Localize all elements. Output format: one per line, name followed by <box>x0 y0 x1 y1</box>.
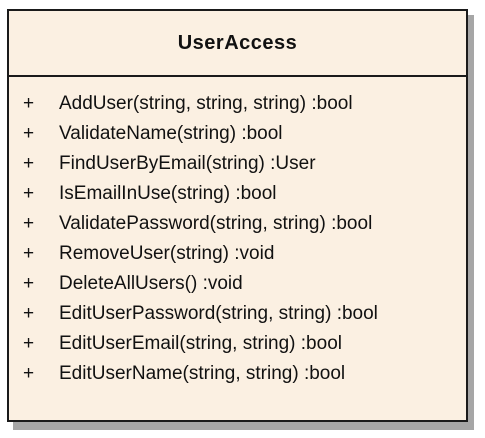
visibility-marker: + <box>23 303 35 324</box>
operation-row: + ValidateName(string) :bool <box>9 119 466 149</box>
operation-row: + RemoveUser(string) :void <box>9 239 466 269</box>
operation-signature: EditUserEmail(string, string) :bool <box>59 333 342 354</box>
visibility-marker: + <box>23 363 35 384</box>
uml-class-box[interactable]: UserAccess + AddUser(string, string, str… <box>7 9 468 422</box>
visibility-marker: + <box>23 123 35 144</box>
operation-row: + ValidatePassword(string, string) :bool <box>9 209 466 239</box>
visibility-marker: + <box>23 333 35 354</box>
operation-signature: FindUserByEmail(string) :User <box>59 153 316 174</box>
operation-signature: AddUser(string, string, string) :bool <box>59 93 353 114</box>
class-name: UserAccess <box>9 11 466 77</box>
operation-signature: ValidatePassword(string, string) :bool <box>59 213 373 234</box>
operation-signature: EditUserPassword(string, string) :bool <box>59 303 378 324</box>
operation-signature: IsEmailInUse(string) :bool <box>59 183 277 204</box>
operation-signature: RemoveUser(string) :void <box>59 243 275 264</box>
operation-row: + EditUserEmail(string, string) :bool <box>9 329 466 359</box>
visibility-marker: + <box>23 153 35 174</box>
operation-row: + EditUserName(string, string) :bool <box>9 359 466 389</box>
operation-signature: ValidateName(string) :bool <box>59 123 283 144</box>
operation-signature: EditUserName(string, string) :bool <box>59 363 346 384</box>
visibility-marker: + <box>23 213 35 234</box>
operation-row: + EditUserPassword(string, string) :bool <box>9 299 466 329</box>
visibility-marker: + <box>23 183 35 204</box>
visibility-marker: + <box>23 93 35 114</box>
operation-row: + DeleteAllUsers() :void <box>9 269 466 299</box>
operation-signature: DeleteAllUsers() :void <box>59 273 243 294</box>
visibility-marker: + <box>23 243 35 264</box>
operations-compartment: + AddUser(string, string, string) :bool … <box>9 77 466 389</box>
operation-row: + AddUser(string, string, string) :bool <box>9 89 466 119</box>
operation-row: + IsEmailInUse(string) :bool <box>9 179 466 209</box>
visibility-marker: + <box>23 273 35 294</box>
operation-row: + FindUserByEmail(string) :User <box>9 149 466 179</box>
